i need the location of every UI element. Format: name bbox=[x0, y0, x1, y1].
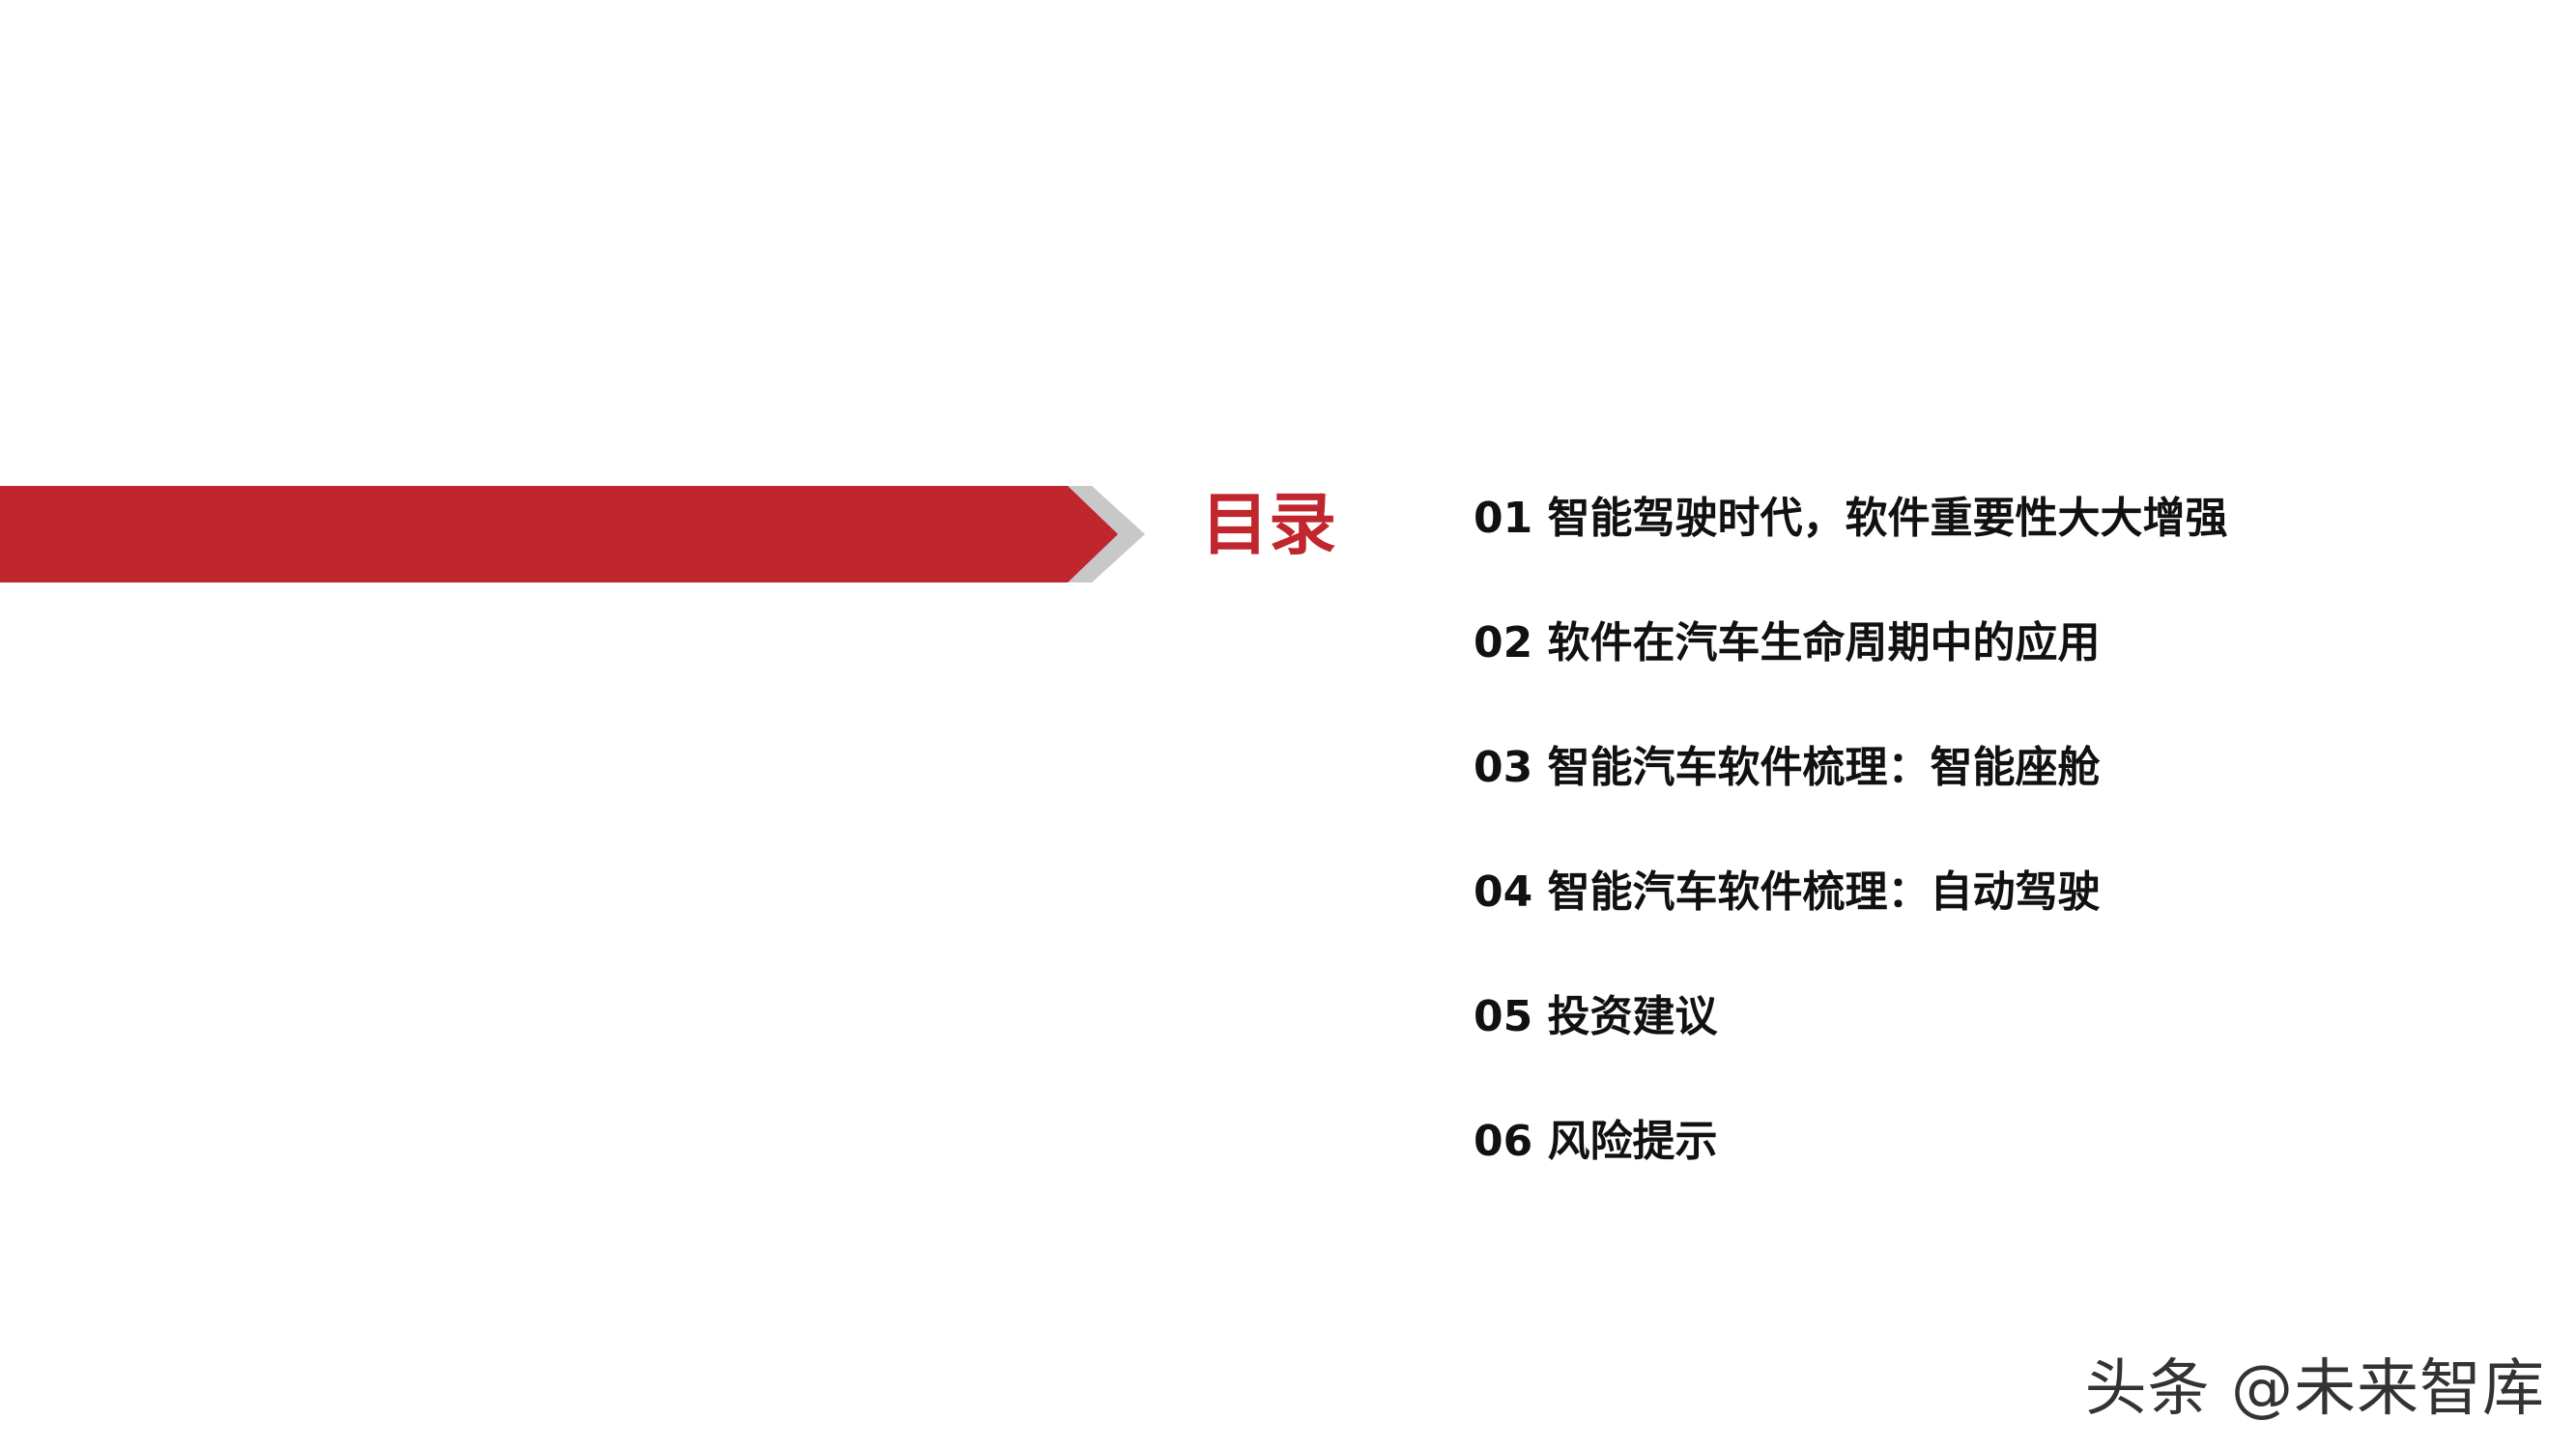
toc-item-05[interactable]: 05 投资建议 bbox=[1474, 992, 1718, 1041]
toc-item-03[interactable]: 03 智能汽车软件梳理：智能座舱 bbox=[1474, 743, 2101, 792]
toc-list: 01 智能驾驶时代，软件重要性大大增强 02 软件在汽车生命周期中的应用 03 … bbox=[1474, 497, 2228, 1163]
toc-item-02[interactable]: 02 软件在汽车生命周期中的应用 bbox=[1474, 618, 2101, 668]
red-arrow-bar bbox=[0, 486, 1118, 582]
toc-item-06[interactable]: 06 风险提示 bbox=[1474, 1117, 1718, 1166]
red-arrow-banner bbox=[0, 486, 1150, 582]
toc-title: 目录 bbox=[1201, 485, 1336, 564]
arrow-banner-graphic bbox=[0, 486, 1145, 582]
toc-item-01[interactable]: 01 智能驾驶时代，软件重要性大大增强 bbox=[1474, 494, 2228, 543]
watermark-text: 头条 @未来智库 bbox=[2084, 1353, 2545, 1425]
toc-item-04[interactable]: 04 智能汽车软件梳理：自动驾驶 bbox=[1474, 867, 2101, 917]
